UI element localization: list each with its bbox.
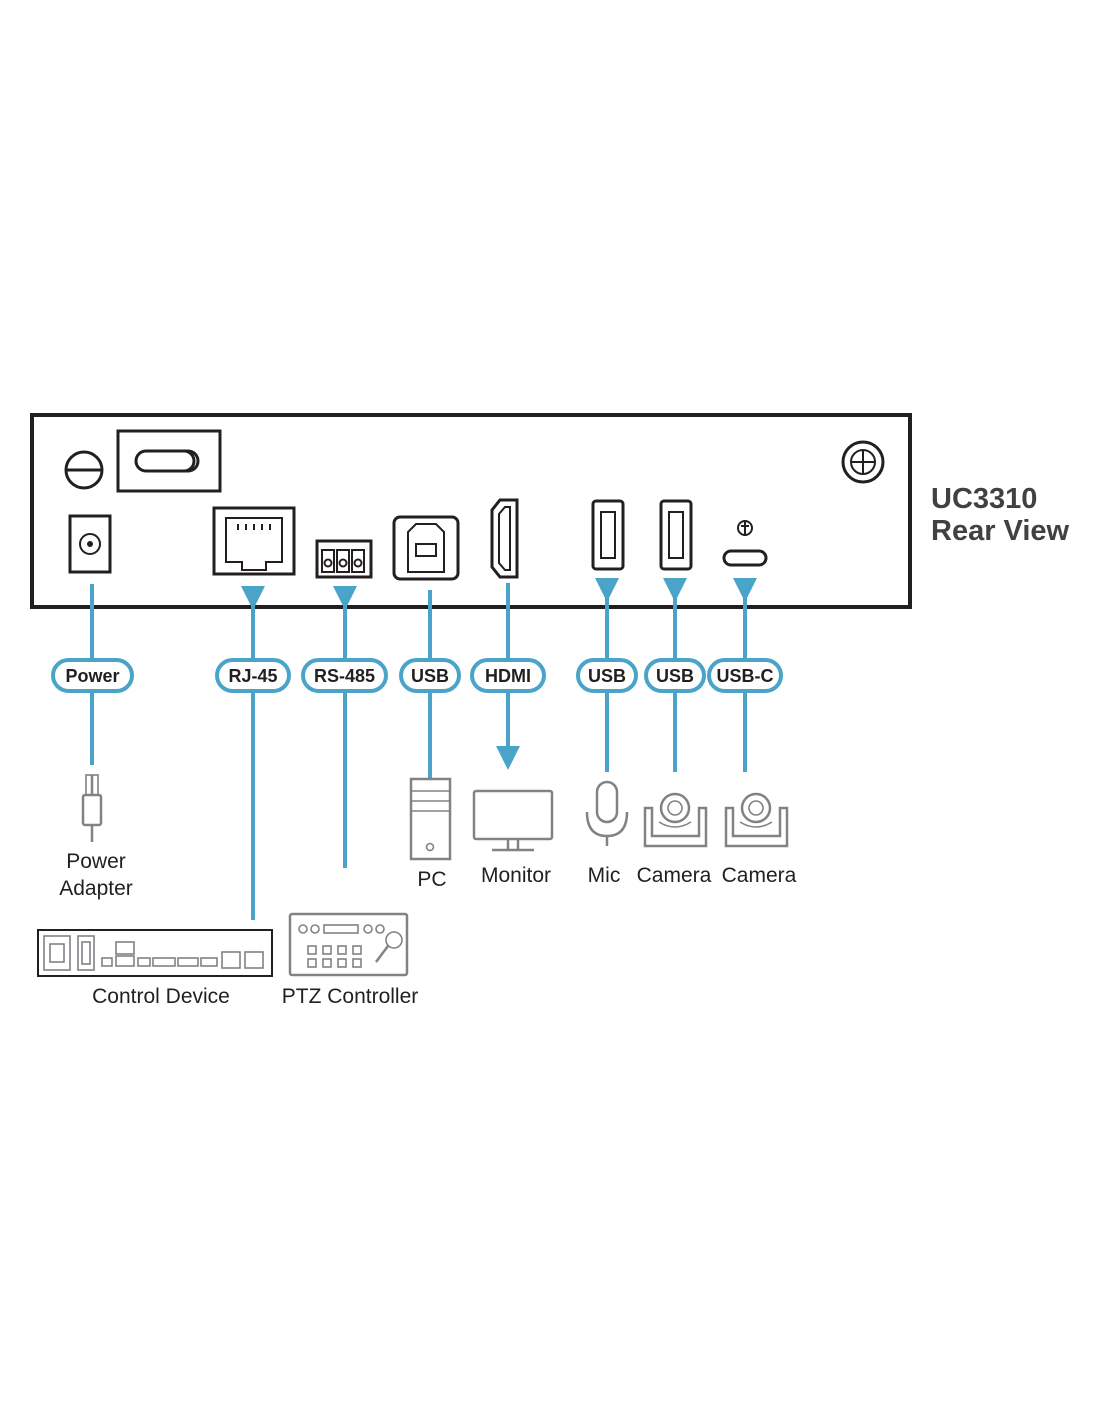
slide-switch-icon bbox=[116, 429, 222, 493]
svg-text:USB-C: USB-C bbox=[717, 666, 774, 686]
mic-label: Mic bbox=[588, 864, 621, 887]
monitor-icon bbox=[472, 789, 554, 852]
port-label-hdmi: HDMI bbox=[470, 658, 546, 693]
ptz-controller-icon bbox=[288, 912, 409, 977]
diagram-title: UC3310 Rear View bbox=[931, 483, 1070, 547]
usb-a-port-icon bbox=[659, 499, 693, 571]
pc-label: PC bbox=[417, 868, 446, 891]
svg-text:USB: USB bbox=[656, 666, 694, 686]
svg-text:USB: USB bbox=[588, 666, 626, 686]
port-label-usb-camera: USB bbox=[644, 658, 706, 693]
ptz-camera-icon bbox=[643, 792, 708, 848]
ptz-camera-icon bbox=[724, 792, 789, 848]
dc-power-port-icon bbox=[68, 514, 112, 574]
control-device-icon bbox=[37, 929, 273, 977]
ground-screw-icon bbox=[841, 440, 885, 484]
port-label-rs485: RS-485 bbox=[301, 658, 388, 693]
power-adapter-label-line1: Power bbox=[66, 850, 126, 873]
monitor-label: Monitor bbox=[481, 864, 551, 887]
svg-text:RJ-45: RJ-45 bbox=[228, 666, 277, 686]
model-name: UC3310 bbox=[931, 483, 1037, 515]
camera-label-1: Camera bbox=[637, 864, 712, 887]
power-adapter-icon bbox=[81, 774, 103, 842]
port-label-usb-mic: USB bbox=[576, 658, 638, 693]
rj45-port-icon bbox=[212, 506, 296, 576]
power-adapter-label-line2: Adapter bbox=[59, 877, 133, 900]
mic-icon bbox=[585, 780, 629, 846]
port-labels: Power RJ-45 RS-485 USB HDMI USB USB USB bbox=[51, 658, 783, 693]
usb-b-port-icon bbox=[392, 515, 460, 581]
rear-panel bbox=[30, 413, 912, 609]
port-label-power: Power bbox=[51, 658, 134, 693]
usb-a-port-icon bbox=[591, 499, 625, 571]
port-label-usb-pc: USB bbox=[399, 658, 461, 693]
svg-text:RS-485: RS-485 bbox=[314, 666, 375, 686]
svg-text:Power: Power bbox=[65, 666, 119, 686]
camera-label-2: Camera bbox=[722, 864, 797, 887]
pc-icon bbox=[409, 777, 452, 861]
view-name: Rear View bbox=[931, 515, 1070, 547]
svg-text:USB: USB bbox=[411, 666, 449, 686]
hdmi-port-icon bbox=[490, 498, 519, 579]
ptz-controller-label: PTZ Controller bbox=[282, 985, 419, 1008]
devices: Power Adapter PC Monitor Mic bbox=[37, 774, 797, 1008]
rear-panel-frame bbox=[30, 413, 912, 609]
control-device-label: Control Device bbox=[92, 985, 230, 1008]
power-switch-icon bbox=[64, 450, 104, 490]
rs485-port-icon bbox=[315, 539, 373, 579]
svg-text:HDMI: HDMI bbox=[485, 666, 531, 686]
usb-c-port-icon bbox=[722, 520, 768, 567]
port-label-usbc: USB-C bbox=[707, 658, 783, 693]
port-label-rj45: RJ-45 bbox=[215, 658, 291, 693]
